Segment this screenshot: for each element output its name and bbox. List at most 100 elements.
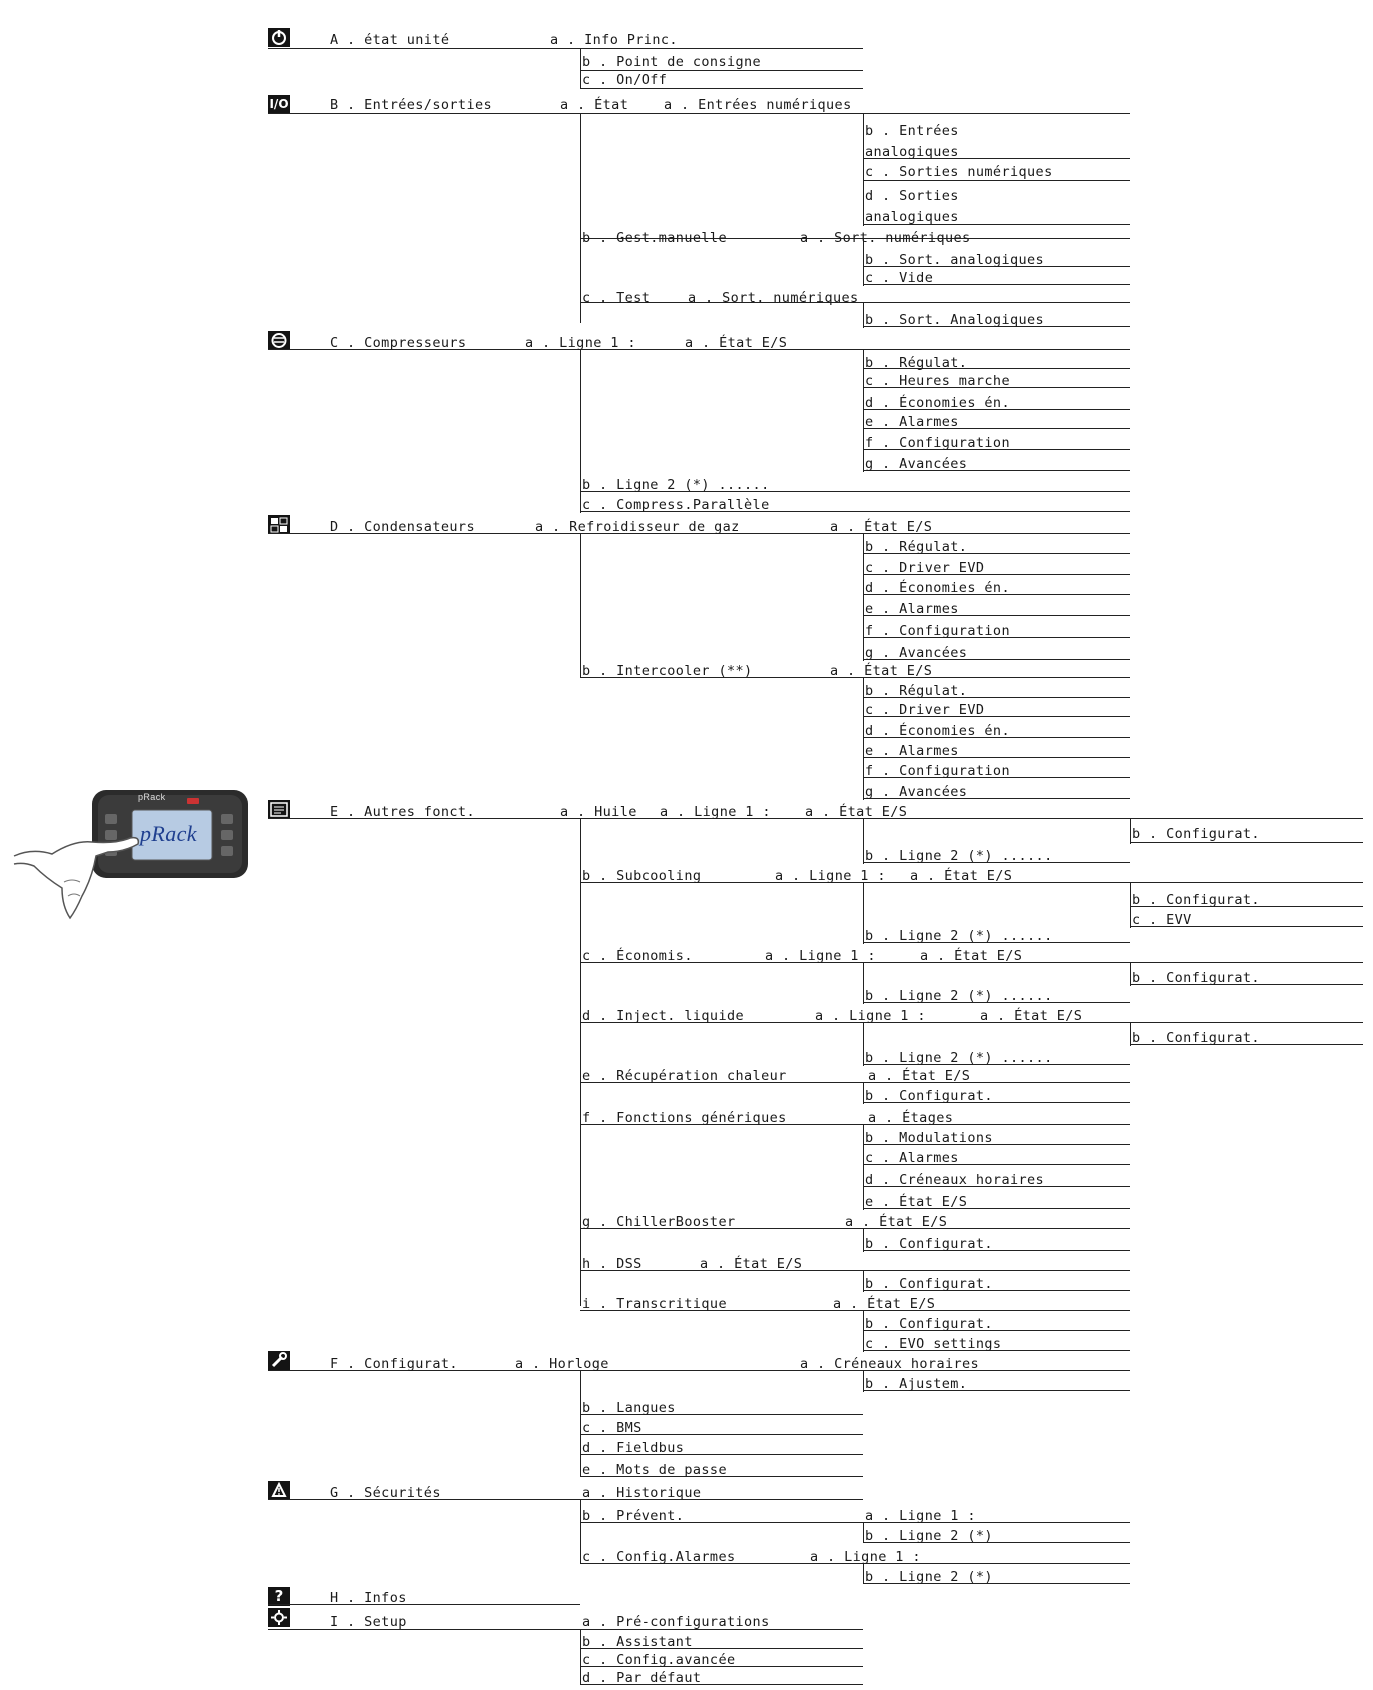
menu-e-label[interactable]: E . Autres fonct. [330,804,475,820]
menu-e-leaf[interactable]: a . État E/S [845,1214,948,1230]
menu-d-leaf[interactable]: g . Avancées [865,645,968,661]
menu-i-label[interactable]: I . Setup [330,1614,407,1630]
menu-e-leaf[interactable]: a . État E/S [910,868,1013,884]
menu-d-leaf[interactable]: e . Alarmes [865,743,959,759]
menu-d-leaf[interactable]: a . État E/S [830,663,933,679]
menu-e-leaf[interactable]: b . Configurat. [1132,1030,1260,1046]
menu-g-leaf[interactable]: a . Ligne 1 : [810,1549,921,1565]
menu-b-leaf[interactable]: b . Sort. analogiques [865,252,1045,268]
menu-h-label[interactable]: H . Infos [330,1590,407,1606]
menu-f-item[interactable]: d . Fieldbus [582,1440,685,1456]
menu-c-item[interactable]: c . Compress.Parallèle [582,497,770,513]
menu-d-leaf[interactable]: e . Alarmes [865,601,959,617]
menu-f-item[interactable]: a . Horloge [515,1356,609,1372]
menu-e-leaf[interactable]: b . Configurat. [1132,892,1260,908]
menu-e-leaf[interactable]: b . Configurat. [865,1236,993,1252]
menu-g-leaf[interactable]: b . Ligne 2 (*) [865,1569,993,1585]
menu-e-item[interactable]: e . Récupération chaleur [582,1068,787,1084]
menu-d-leaf[interactable]: c . Driver EVD [865,702,985,718]
menu-e-line[interactable]: b . Ligne 2 (*) ...... [865,988,1053,1004]
menu-g-leaf[interactable]: a . Ligne 1 : [865,1508,976,1524]
menu-g-item[interactable]: b . Prévent. [582,1508,685,1524]
menu-e-item[interactable]: i . Transcritique [582,1296,727,1312]
menu-e-leaf[interactable]: a . État E/S [980,1008,1083,1024]
menu-d-leaf[interactable]: b . Régulat. [865,539,968,555]
menu-b-leaf[interactable]: a . Sort. numériques [688,290,859,306]
menu-d-leaf[interactable]: g . Avancées [865,784,968,800]
menu-e-leaf[interactable]: e . État E/S [865,1194,968,1210]
menu-c-item[interactable]: a . Ligne 1 : [525,335,636,351]
menu-e-item[interactable]: b . Subcooling [582,868,702,884]
menu-b-leaf[interactable]: c . Vide [865,270,934,286]
menu-e-item[interactable]: a . Huile [560,804,637,820]
menu-e-line[interactable]: a . Ligne 1 : [775,868,886,884]
menu-g-item[interactable]: a . Historique [582,1485,702,1501]
menu-b-leaf[interactable]: b . Entrées analogiques [865,123,959,160]
menu-b-leaf[interactable]: d . Sorties analogiques [865,188,959,225]
menu-b-leaf[interactable]: c . Sorties numériques [865,164,1053,180]
menu-e-leaf[interactable]: a . État E/S [920,948,1023,964]
menu-f-label[interactable]: F . Configurat. [330,1356,458,1372]
menu-e-leaf[interactable]: b . Configurat. [865,1316,993,1332]
menu-e-item[interactable]: c . Économis. [582,948,693,964]
menu-a-item[interactable]: a . Info Princ. [550,32,678,48]
menu-e-item[interactable]: f . Fonctions génériques [582,1110,787,1126]
menu-f-leaf[interactable]: b . Ajustem. [865,1376,968,1392]
menu-c-label[interactable]: C . Compresseurs [330,335,467,351]
menu-e-line[interactable]: a . Ligne 1 : [815,1008,926,1024]
menu-a-label[interactable]: A . état unité [330,32,450,48]
menu-d-item[interactable]: a . Refroidisseur de gaz [535,519,740,535]
menu-b-item[interactable]: a . État [560,97,629,113]
menu-e-leaf[interactable]: a . État E/S [805,804,908,820]
menu-f-item[interactable]: e . Mots de passe [582,1462,727,1478]
menu-b-item[interactable]: c . Test [582,290,651,306]
menu-i-item[interactable]: c . Config.avancée [582,1652,736,1668]
menu-e-item[interactable]: g . ChillerBooster [582,1214,736,1230]
menu-e-line[interactable]: b . Ligne 2 (*) ...... [865,848,1053,864]
menu-b-leaf[interactable]: a . Sort. numériques [800,230,971,246]
menu-e-line[interactable]: a . Ligne 1 : [660,804,771,820]
menu-e-line[interactable]: b . Ligne 2 (*) ...... [865,1050,1053,1066]
menu-g-leaf[interactable]: b . Ligne 2 (*) [865,1528,993,1544]
menu-e-leaf[interactable]: b . Configurat. [1132,826,1260,842]
menu-b-item[interactable]: b . Gest.manuelle [582,230,727,246]
menu-d-leaf[interactable]: a . État E/S [830,519,933,535]
menu-b-leaf[interactable]: b . Sort. Analogiques [865,312,1045,328]
menu-d-label[interactable]: D . Condensateurs [330,519,475,535]
menu-e-leaf[interactable]: c . EVO settings [865,1336,1002,1352]
menu-c-leaf[interactable]: d . Économies én. [865,395,1010,411]
menu-e-line[interactable]: b . Ligne 2 (*) ...... [865,928,1053,944]
menu-d-item[interactable]: b . Intercooler (**) [582,663,753,679]
menu-c-leaf[interactable]: g . Avancées [865,456,968,472]
menu-d-leaf[interactable]: d . Économies én. [865,580,1010,596]
menu-e-leaf[interactable]: a . État E/S [833,1296,936,1312]
menu-e-item[interactable]: d . Inject. liquide [582,1008,745,1024]
menu-c-leaf[interactable]: b . Régulat. [865,355,968,371]
menu-c-leaf[interactable]: e . Alarmes [865,414,959,430]
menu-d-leaf[interactable]: f . Configuration [865,763,1010,779]
menu-e-leaf[interactable]: b . Configurat. [865,1088,993,1104]
menu-b-label[interactable]: B . Entrées/sorties [330,97,493,113]
menu-g-label[interactable]: G . Sécurités [330,1485,441,1501]
menu-c-item[interactable]: b . Ligne 2 (*) ...... [582,477,770,493]
menu-e-leaf[interactable]: b . Modulations [865,1130,993,1146]
menu-a-item[interactable]: c . On/Off [582,72,668,88]
menu-e-leaf[interactable]: b . Configurat. [1132,970,1260,986]
menu-d-leaf[interactable]: d . Économies én. [865,723,1010,739]
menu-d-leaf[interactable]: c . Driver EVD [865,560,985,576]
menu-a-item[interactable]: b . Point de consigne [582,54,762,70]
menu-e-leaf[interactable]: d . Créneaux horaires [865,1172,1045,1188]
menu-e-leaf[interactable]: c . EVV [1132,912,1192,928]
menu-e-leaf[interactable]: a . Étages [868,1110,954,1126]
menu-e-leaf[interactable]: a . État E/S [700,1256,803,1272]
menu-g-item[interactable]: c . Config.Alarmes [582,1549,736,1565]
menu-f-item[interactable]: b . Langues [582,1400,676,1416]
menu-f-item[interactable]: c . BMS [582,1420,642,1436]
menu-i-item[interactable]: d . Par défaut [582,1670,702,1686]
menu-e-leaf[interactable]: a . État E/S [868,1068,971,1084]
menu-f-leaf[interactable]: a . Créneaux horaires [800,1356,980,1372]
menu-e-leaf[interactable]: b . Configurat. [865,1276,993,1292]
menu-i-item[interactable]: b . Assistant [582,1634,693,1650]
menu-c-leaf[interactable]: f . Configuration [865,435,1010,451]
menu-e-line[interactable]: a . Ligne 1 : [765,948,876,964]
